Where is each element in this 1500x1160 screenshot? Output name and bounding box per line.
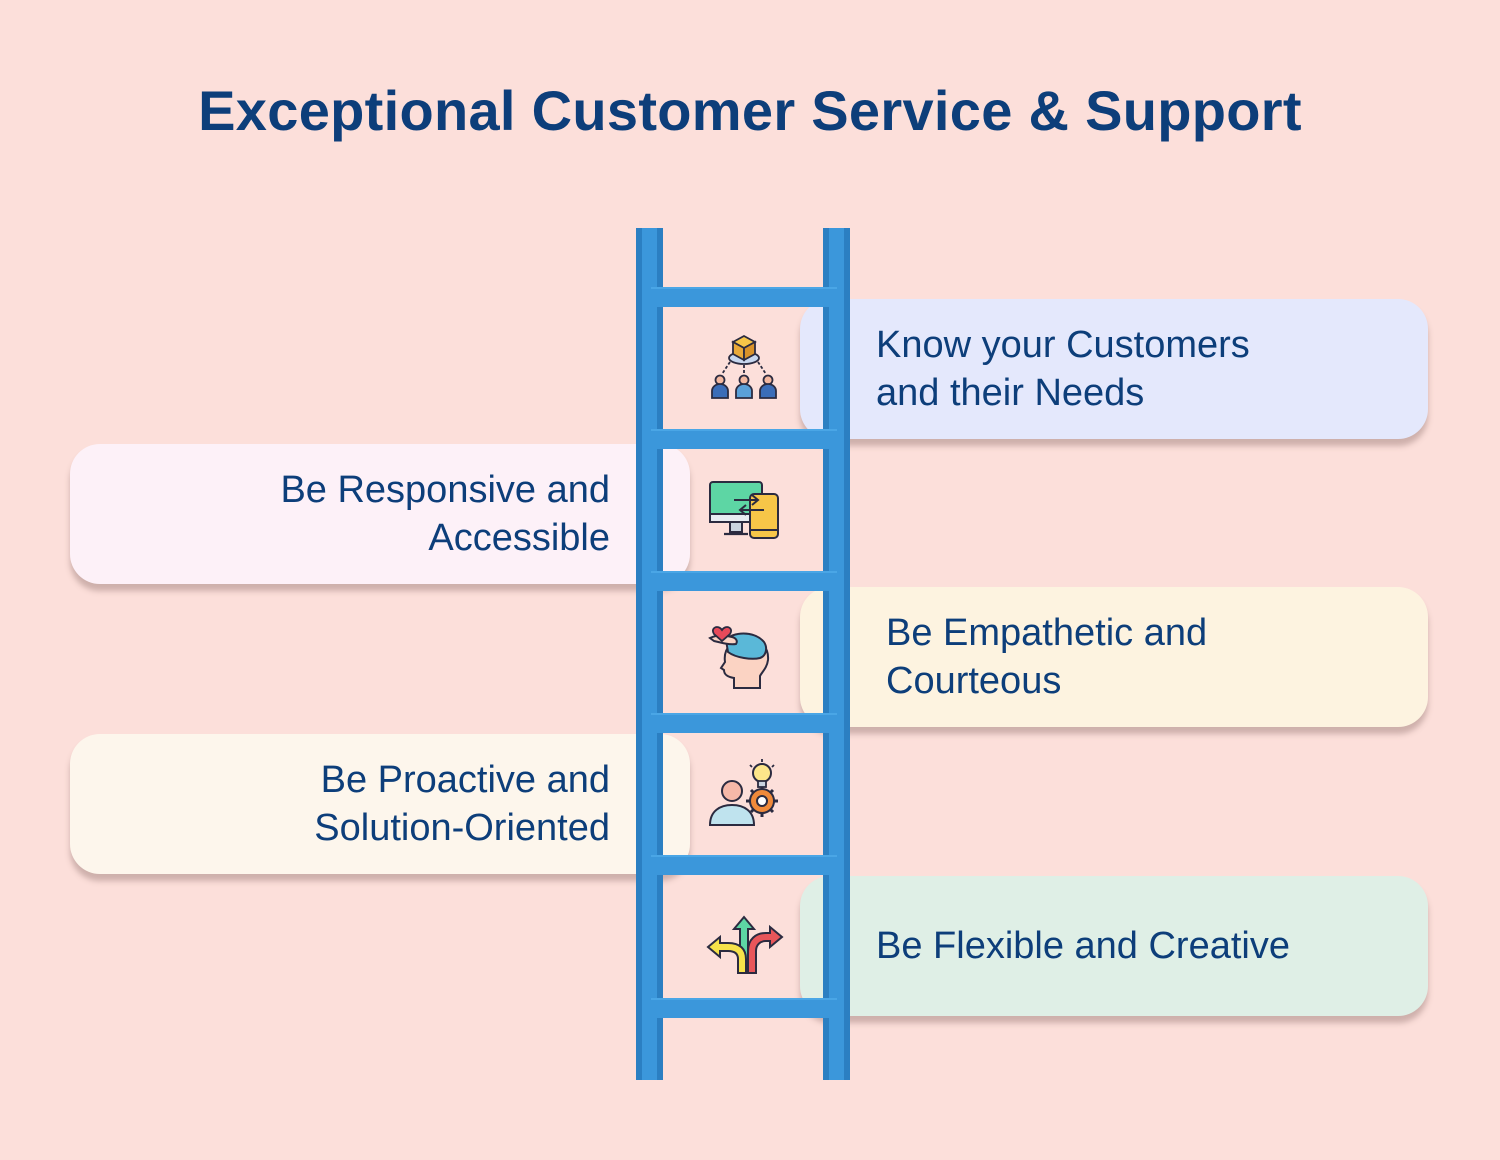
- multi-direction-arrows-icon: [704, 897, 784, 977]
- devices-sync-icon: [704, 470, 784, 550]
- page-title: Exceptional Customer Service & Support: [198, 79, 1302, 142]
- step-label: Be Responsive and Accessible: [280, 469, 610, 559]
- ladder-rung: [651, 287, 837, 307]
- step-label: Be Empathetic and Courteous: [886, 612, 1208, 702]
- ladder-rung: [651, 429, 837, 449]
- step-label: Know your Customers and their Needs: [876, 324, 1250, 414]
- idea-gear-person-icon: [704, 755, 784, 835]
- ladder-rung: [651, 571, 837, 591]
- empathy-head-heart-icon: [704, 612, 784, 692]
- step-card-empathetic: Be Empathetic and Courteous: [800, 587, 1428, 727]
- step-card-know-customers: Know your Customers and their Needs: [800, 299, 1428, 439]
- step-card-flexible: Be Flexible and Creative: [800, 876, 1428, 1016]
- step-label: Be Flexible and Creative: [876, 925, 1290, 967]
- ladder-rail-right: [823, 228, 850, 1080]
- ladder-rung: [651, 713, 837, 733]
- step-label: Be Proactive and Solution-Oriented: [314, 759, 610, 849]
- ladder-rung: [651, 855, 837, 875]
- ladder-rail-left: [636, 228, 663, 1080]
- step-card-proactive: Be Proactive and Solution-Oriented: [70, 734, 690, 874]
- step-card-responsive: Be Responsive and Accessible: [70, 444, 690, 584]
- ladder-rung: [651, 998, 837, 1018]
- customers-network-icon: [704, 328, 784, 408]
